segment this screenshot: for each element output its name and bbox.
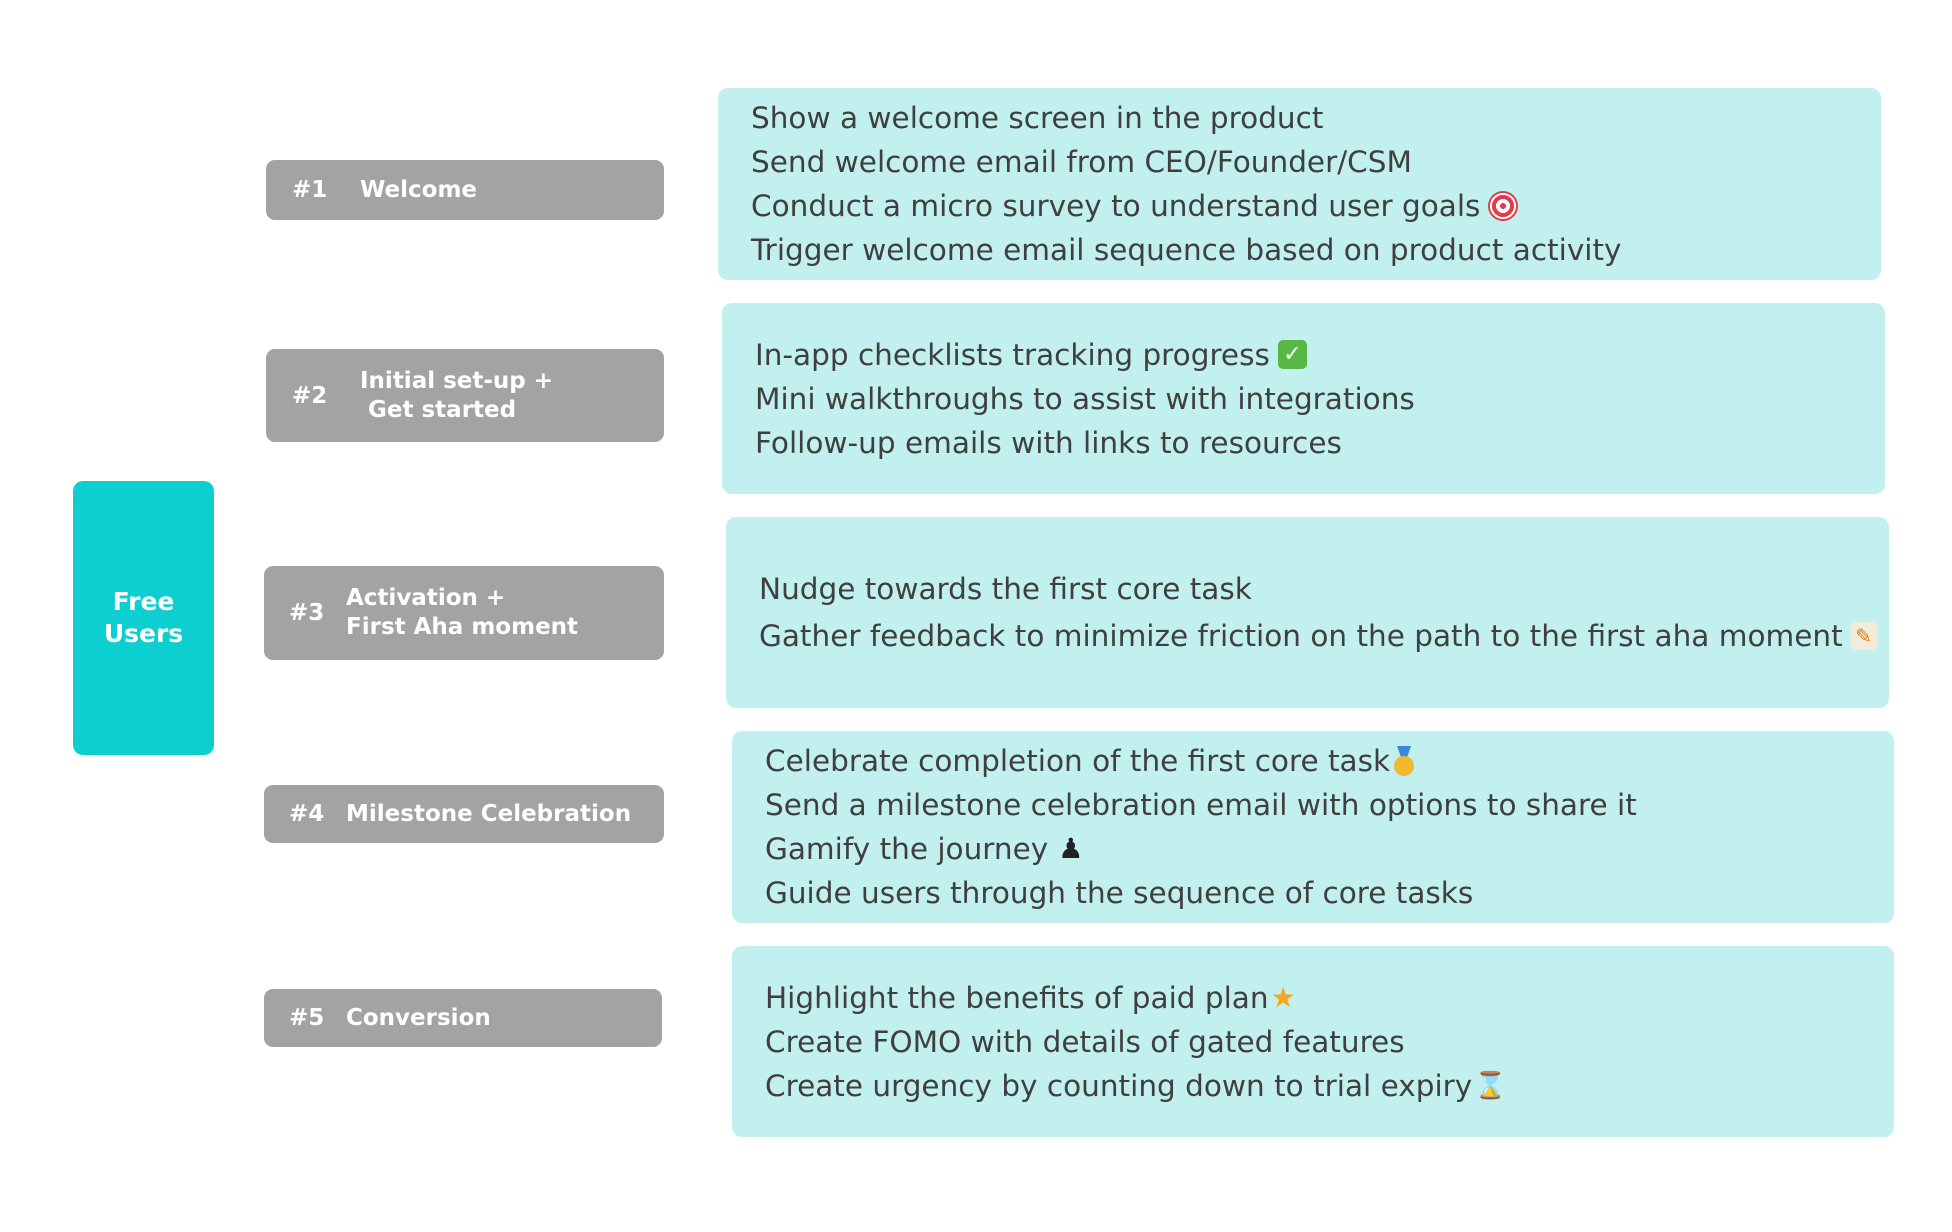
- free-users-node: Free Users: [73, 481, 214, 755]
- list-item: In-app checklists tracking progress✓: [755, 333, 1885, 377]
- list-item: Create urgency by counting down to trial…: [765, 1068, 1507, 1103]
- panel-activation-actions: Nudge towards the first core task Gather…: [726, 517, 1889, 708]
- list-item: Show a welcome screen in the product: [751, 101, 1324, 135]
- stage-number: #5: [289, 1005, 325, 1031]
- stage-title: Welcome: [360, 176, 478, 203]
- list-item: Mini walkthroughs to assist with integra…: [755, 381, 1415, 416]
- panel-conversion-actions: Highlight the benefits of paid plan★ Cre…: [732, 946, 1894, 1137]
- panel-welcome-actions: Show a welcome screen in the product Sen…: [718, 88, 1881, 280]
- stage-number: #3: [289, 600, 325, 626]
- list-item: Send a milestone celebration email with …: [765, 788, 1637, 822]
- panel-setup-actions: In-app checklists tracking progress✓ Min…: [722, 303, 1885, 494]
- list-item: Create FOMO with details of gated featur…: [765, 1024, 1405, 1059]
- stage-title: Milestone Celebration: [346, 800, 632, 827]
- free-users-label-line2: Users: [103, 619, 184, 648]
- stage-number: #1: [292, 177, 328, 203]
- stage-1-welcome: #1 Welcome: [266, 160, 664, 220]
- stage-title: Conversion: [346, 1004, 491, 1031]
- list-item: Guide users through the sequence of core…: [765, 876, 1474, 910]
- stage-number: #4: [289, 801, 325, 827]
- panel-milestone-actions: Celebrate completion of the first core t…: [732, 731, 1894, 923]
- star-icon: ★: [1270, 980, 1296, 1014]
- stage-title-line2: First Aha moment: [346, 614, 579, 640]
- list-item: Highlight the benefits of paid plan★: [765, 980, 1296, 1015]
- stage-title-line1: Initial set-up +: [360, 367, 554, 394]
- free-users-label-line1: Free: [112, 587, 175, 616]
- list-item: Celebrate completion of the first core t…: [765, 739, 1894, 783]
- list-item: Conduct a micro survey to understand use…: [751, 184, 1881, 228]
- memo-icon: ✎: [1850, 622, 1877, 650]
- list-item: Trigger welcome email sequence based on …: [751, 233, 1622, 267]
- list-item: Gamify the journey♟: [765, 832, 1084, 866]
- stage-4-milestone: #4 Milestone Celebration: [264, 785, 664, 843]
- list-item: Gather feedback to minimize friction on …: [759, 613, 1889, 660]
- stage-5-conversion: #5 Conversion: [264, 989, 662, 1047]
- list-item: Send welcome email from CEO/Founder/CSM: [751, 145, 1412, 179]
- chess-pawn-icon: ♟: [1058, 832, 1084, 865]
- stage-title-line2: Get started: [360, 396, 517, 423]
- stage-number: #2: [292, 382, 328, 409]
- stage-3-activation: #3 Activation + First Aha moment: [264, 566, 664, 660]
- target-icon: [1488, 191, 1519, 221]
- list-item: Follow-up emails with links to resources: [755, 425, 1342, 460]
- medal-icon: [1392, 746, 1416, 776]
- stage-title-line1: Activation +: [346, 585, 506, 611]
- stage-2-setup: #2 Initial set-up + Get started: [266, 349, 664, 442]
- list-item: Nudge towards the first core task: [759, 571, 1252, 606]
- hourglass-icon: ⌛: [1474, 1070, 1507, 1101]
- check-mark-icon: ✓: [1277, 340, 1307, 369]
